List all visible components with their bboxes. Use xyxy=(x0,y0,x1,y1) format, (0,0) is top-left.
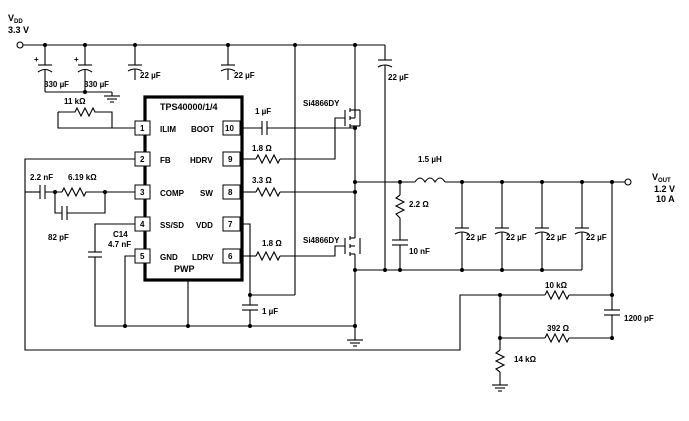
ic-pin-8: 8 SW xyxy=(200,184,241,200)
junction-dots xyxy=(43,43,614,340)
svg-text:330 µF: 330 µF xyxy=(84,80,109,89)
svg-text:330 µF: 330 µF xyxy=(44,80,69,89)
svg-text:4: 4 xyxy=(140,220,145,229)
svg-text:6: 6 xyxy=(228,252,233,261)
svg-text:1.8 Ω: 1.8 Ω xyxy=(252,144,272,153)
svg-text:6.19 kΩ: 6.19 kΩ xyxy=(68,173,97,182)
input-cap-330uf-2: + 330 µF xyxy=(74,45,109,92)
input-cap-22uf-3: 22 µF xyxy=(377,59,409,270)
vdd-terminal xyxy=(16,41,24,49)
svg-text:C14: C14 xyxy=(113,230,128,239)
svg-text:SW: SW xyxy=(200,189,213,198)
resistor-hdrv: 1.8 Ω xyxy=(240,117,345,165)
svg-text:VDD: VDD xyxy=(8,13,23,25)
ic-pin-10: 10 BOOT xyxy=(191,120,241,136)
svg-text:LDRV: LDRV xyxy=(192,253,214,262)
svg-text:3.3 Ω: 3.3 Ω xyxy=(252,176,272,185)
svg-text:ILIM: ILIM xyxy=(160,125,176,134)
input-cap-22uf-2: 22 µF xyxy=(220,45,255,80)
svg-text:Si4866DY: Si4866DY xyxy=(303,99,340,108)
svg-text:1200 pF: 1200 pF xyxy=(624,314,654,323)
svg-text:1 µF: 1 µF xyxy=(255,107,271,116)
vout-terminal xyxy=(624,178,632,186)
ground-symbol xyxy=(104,92,120,103)
comp-network: 2.2 nF 6.19 kΩ 82 pF xyxy=(25,173,135,242)
svg-text:22 µF: 22 µF xyxy=(388,73,409,82)
svg-text:1 µF: 1 µF xyxy=(262,307,278,316)
svg-text:1: 1 xyxy=(140,124,145,133)
svg-text:HDRV: HDRV xyxy=(190,156,213,165)
svg-text:Si4866DY: Si4866DY xyxy=(303,236,340,245)
svg-text:3: 3 xyxy=(140,188,145,197)
ic-pin-1: 1 ILIM xyxy=(134,120,176,136)
inductor: 1.5 µH xyxy=(414,155,625,184)
svg-text:8: 8 xyxy=(228,188,233,197)
svg-text:14 kΩ: 14 kΩ xyxy=(514,355,537,364)
resistor-sw: 3.3 Ω xyxy=(240,176,355,198)
output-caps: 22 µF 22 µF 22 µF 22 µF xyxy=(454,182,607,270)
svg-text:PWP: PWP xyxy=(174,264,195,274)
svg-text:1.8 Ω: 1.8 Ω xyxy=(262,239,282,248)
svg-text:10 nF: 10 nF xyxy=(409,247,430,256)
svg-text:BOOT: BOOT xyxy=(191,125,214,134)
svg-text:+: + xyxy=(34,55,39,64)
svg-text:22 µF: 22 µF xyxy=(586,233,607,242)
c14-soft-start: C14 4.7 nF xyxy=(88,223,250,327)
ground-symbol-low xyxy=(347,339,363,347)
svg-text:10 kΩ: 10 kΩ xyxy=(545,281,568,290)
svg-text:4.7 nF: 4.7 nF xyxy=(108,240,131,249)
snubber: 2.2 Ω 10 nF xyxy=(392,182,430,270)
resistor-ilim: 11 kΩ xyxy=(57,97,135,129)
svg-text:10 A: 10 A xyxy=(656,194,675,204)
boot-cap: 1 µF xyxy=(240,107,355,135)
svg-text:9: 9 xyxy=(228,155,233,164)
svg-text:10: 10 xyxy=(225,124,234,133)
svg-text:1.5 µH: 1.5 µH xyxy=(418,155,442,164)
input-cap-22uf-1: 22 µF xyxy=(127,45,161,80)
svg-text:GND: GND xyxy=(160,253,178,262)
svg-text:11 kΩ: 11 kΩ xyxy=(64,97,86,106)
vout-label: VOUT 1.2 V 10 A xyxy=(652,172,675,204)
svg-text:22 µF: 22 µF xyxy=(546,233,567,242)
svg-text:VDD: VDD xyxy=(196,221,213,230)
ground-symbol-fb xyxy=(492,384,508,392)
svg-text:TPS40000/1/4: TPS40000/1/4 xyxy=(160,102,218,112)
svg-text:82 pF: 82 pF xyxy=(48,233,69,242)
svg-text:5: 5 xyxy=(140,252,145,261)
svg-text:SS/SD: SS/SD xyxy=(160,221,184,230)
feedback-network: 1200 pF 10 kΩ 392 Ω 14 kΩ xyxy=(494,182,654,385)
mosfet-low-side: Si4866DY xyxy=(303,192,361,340)
svg-text:COMP: COMP xyxy=(160,189,185,198)
svg-text:2: 2 xyxy=(140,155,145,164)
svg-text:22 µF: 22 µF xyxy=(466,233,487,242)
vdd-label: VDD 3.3 V xyxy=(8,13,29,35)
input-rail xyxy=(16,41,386,60)
svg-text:22 µF: 22 µF xyxy=(234,71,255,80)
mosfet-high-side: Si4866DY xyxy=(303,99,361,192)
svg-text:+: + xyxy=(74,55,79,64)
svg-text:7: 7 xyxy=(228,220,233,229)
svg-text:VOUT: VOUT xyxy=(652,172,671,184)
svg-text:3.3 V: 3.3 V xyxy=(8,25,29,35)
input-cap-330uf-1: + 330 µF xyxy=(34,45,69,92)
resistor-ldrv: 1.8 Ω xyxy=(240,239,345,262)
svg-text:2.2 Ω: 2.2 Ω xyxy=(409,200,429,209)
svg-text:392 Ω: 392 Ω xyxy=(547,324,570,333)
ic-pin-7: 7 VDD xyxy=(196,216,241,232)
vdd-decoupling-cap: 1 µF xyxy=(242,295,278,326)
svg-text:22 µF: 22 µF xyxy=(506,233,527,242)
svg-text:22 µF: 22 µF xyxy=(140,71,161,80)
svg-text:FB: FB xyxy=(160,156,171,165)
svg-text:1.2 V: 1.2 V xyxy=(654,184,675,194)
svg-text:2.2 nF: 2.2 nF xyxy=(30,173,53,182)
